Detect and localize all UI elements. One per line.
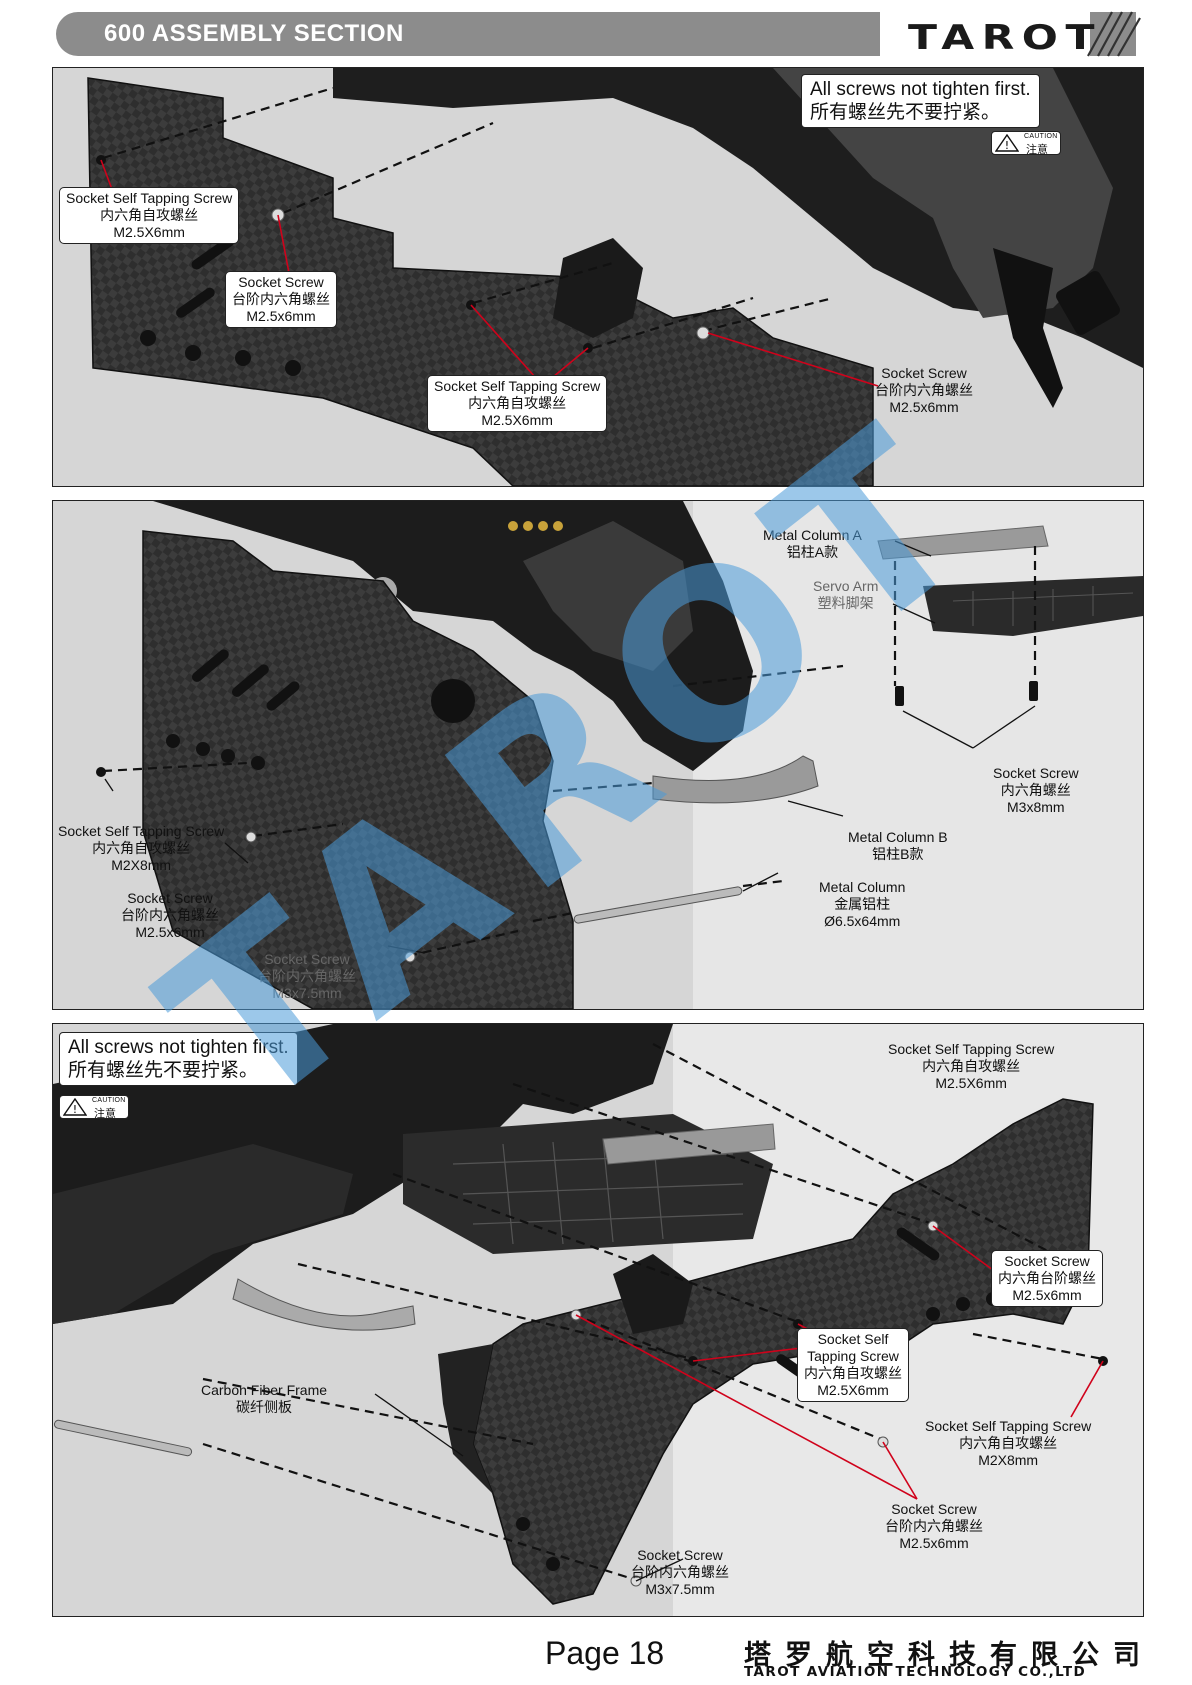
screws-caution-note: All screws not tighten first. 所有螺丝先不要拧紧。 (801, 74, 1040, 128)
company-name-en: TAROT AVIATION TECHNOLOGY CO.,LTD (744, 1664, 1087, 1680)
assembly-step-3-panel: All screws not tighten first. 所有螺丝先不要拧紧。… (52, 1023, 1144, 1617)
brand-box (880, 12, 1090, 56)
step-1-illustration (87, 68, 1143, 486)
warning-icon: ! (995, 134, 1019, 152)
step-2-illustration (96, 501, 1143, 1009)
caution-badge: ! CAUTION 注意 (991, 131, 1061, 156)
section-title: 600 ASSEMBLY SECTION (104, 20, 404, 47)
warning-icon: ! (63, 1098, 87, 1116)
company-name-cn: 塔罗航空科技有限公司 (744, 1640, 1154, 1671)
brand-slash-icon (1087, 11, 1141, 57)
page-number: Page 18 (545, 1635, 665, 1671)
brand-logo: TAROT (908, 18, 1102, 58)
svg-text:!: ! (1005, 139, 1009, 152)
svg-text:!: ! (73, 1103, 77, 1116)
screws-caution-note: All screws not tighten first. 所有螺丝先不要拧紧。 (59, 1032, 298, 1086)
caution-badge: ! CAUTION 注意 (59, 1095, 129, 1120)
assembly-step-1-panel: All screws not tighten first. 所有螺丝先不要拧紧。… (52, 67, 1144, 487)
